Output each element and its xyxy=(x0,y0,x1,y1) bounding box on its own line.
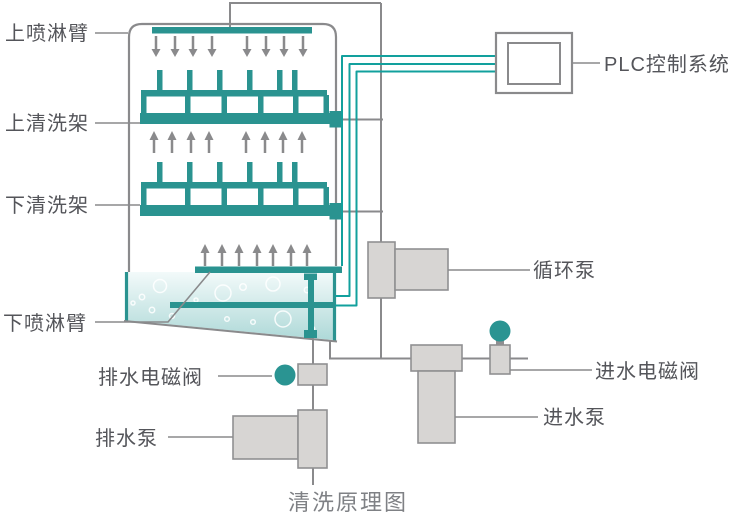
upper-spray-arrows-down xyxy=(150,34,309,59)
tank-vertical-pipe xyxy=(308,276,314,336)
inlet-valve-body xyxy=(489,344,511,375)
label-drain-valve: 排水电磁阀 xyxy=(98,366,203,389)
signal-line-tank-2 xyxy=(335,70,496,307)
circulation-pump-motor xyxy=(394,248,449,291)
label-inlet-pump: 进水泵 xyxy=(543,406,606,429)
upper-spray-arm-bar xyxy=(152,27,312,34)
machine-outline xyxy=(127,22,338,322)
inlet-pump-top xyxy=(410,344,463,372)
components xyxy=(232,241,511,469)
water-tank xyxy=(123,266,342,343)
inlet-pump-body xyxy=(417,370,456,444)
drain-valve-coil xyxy=(274,364,296,386)
plc-signal-lines xyxy=(335,55,496,307)
label-plc: PLC控制系统 xyxy=(604,53,730,76)
label-lower-spray-arm: 下喷淋臂 xyxy=(3,312,87,335)
label-drain-pump: 排水泵 xyxy=(95,427,158,450)
label-upper-rack: 上清洗架 xyxy=(5,112,89,135)
plc-inner-screen xyxy=(507,42,561,85)
top-control-link xyxy=(229,2,381,28)
drain-valve-body xyxy=(297,363,328,386)
tank-spray-arrows-up xyxy=(199,242,313,268)
pipe-bottom-flange xyxy=(304,330,317,338)
drain-pump-motor xyxy=(232,415,299,460)
tank-bottom xyxy=(123,320,338,343)
lower-spray-arm-bar xyxy=(195,266,342,273)
mid-spray-arrows-up xyxy=(148,129,308,155)
circulation-pump-body xyxy=(367,241,396,299)
drain-pump-body xyxy=(297,409,328,469)
label-inlet-valve: 进水电磁阀 xyxy=(595,360,700,383)
label-lower-rack: 下清洗架 xyxy=(5,194,89,217)
signal-line-tank-1 xyxy=(335,63,496,297)
upper-rack-shape xyxy=(140,70,341,128)
plc-box xyxy=(494,31,600,95)
diagram-title: 清洗原理图 xyxy=(288,490,408,515)
label-circulation-pump: 循环泵 xyxy=(533,259,596,282)
lower-rack-shape xyxy=(140,162,341,220)
leader-lower-spray-arm xyxy=(95,271,211,323)
inlet-valve-stem xyxy=(496,340,504,345)
label-upper-spray-arm: 上喷淋臂 xyxy=(5,22,89,45)
label-leaders xyxy=(95,32,592,438)
inlet-valve-coil xyxy=(489,320,511,342)
signal-line-spray-arm xyxy=(341,55,496,266)
tank-inner-pipe xyxy=(170,302,335,308)
